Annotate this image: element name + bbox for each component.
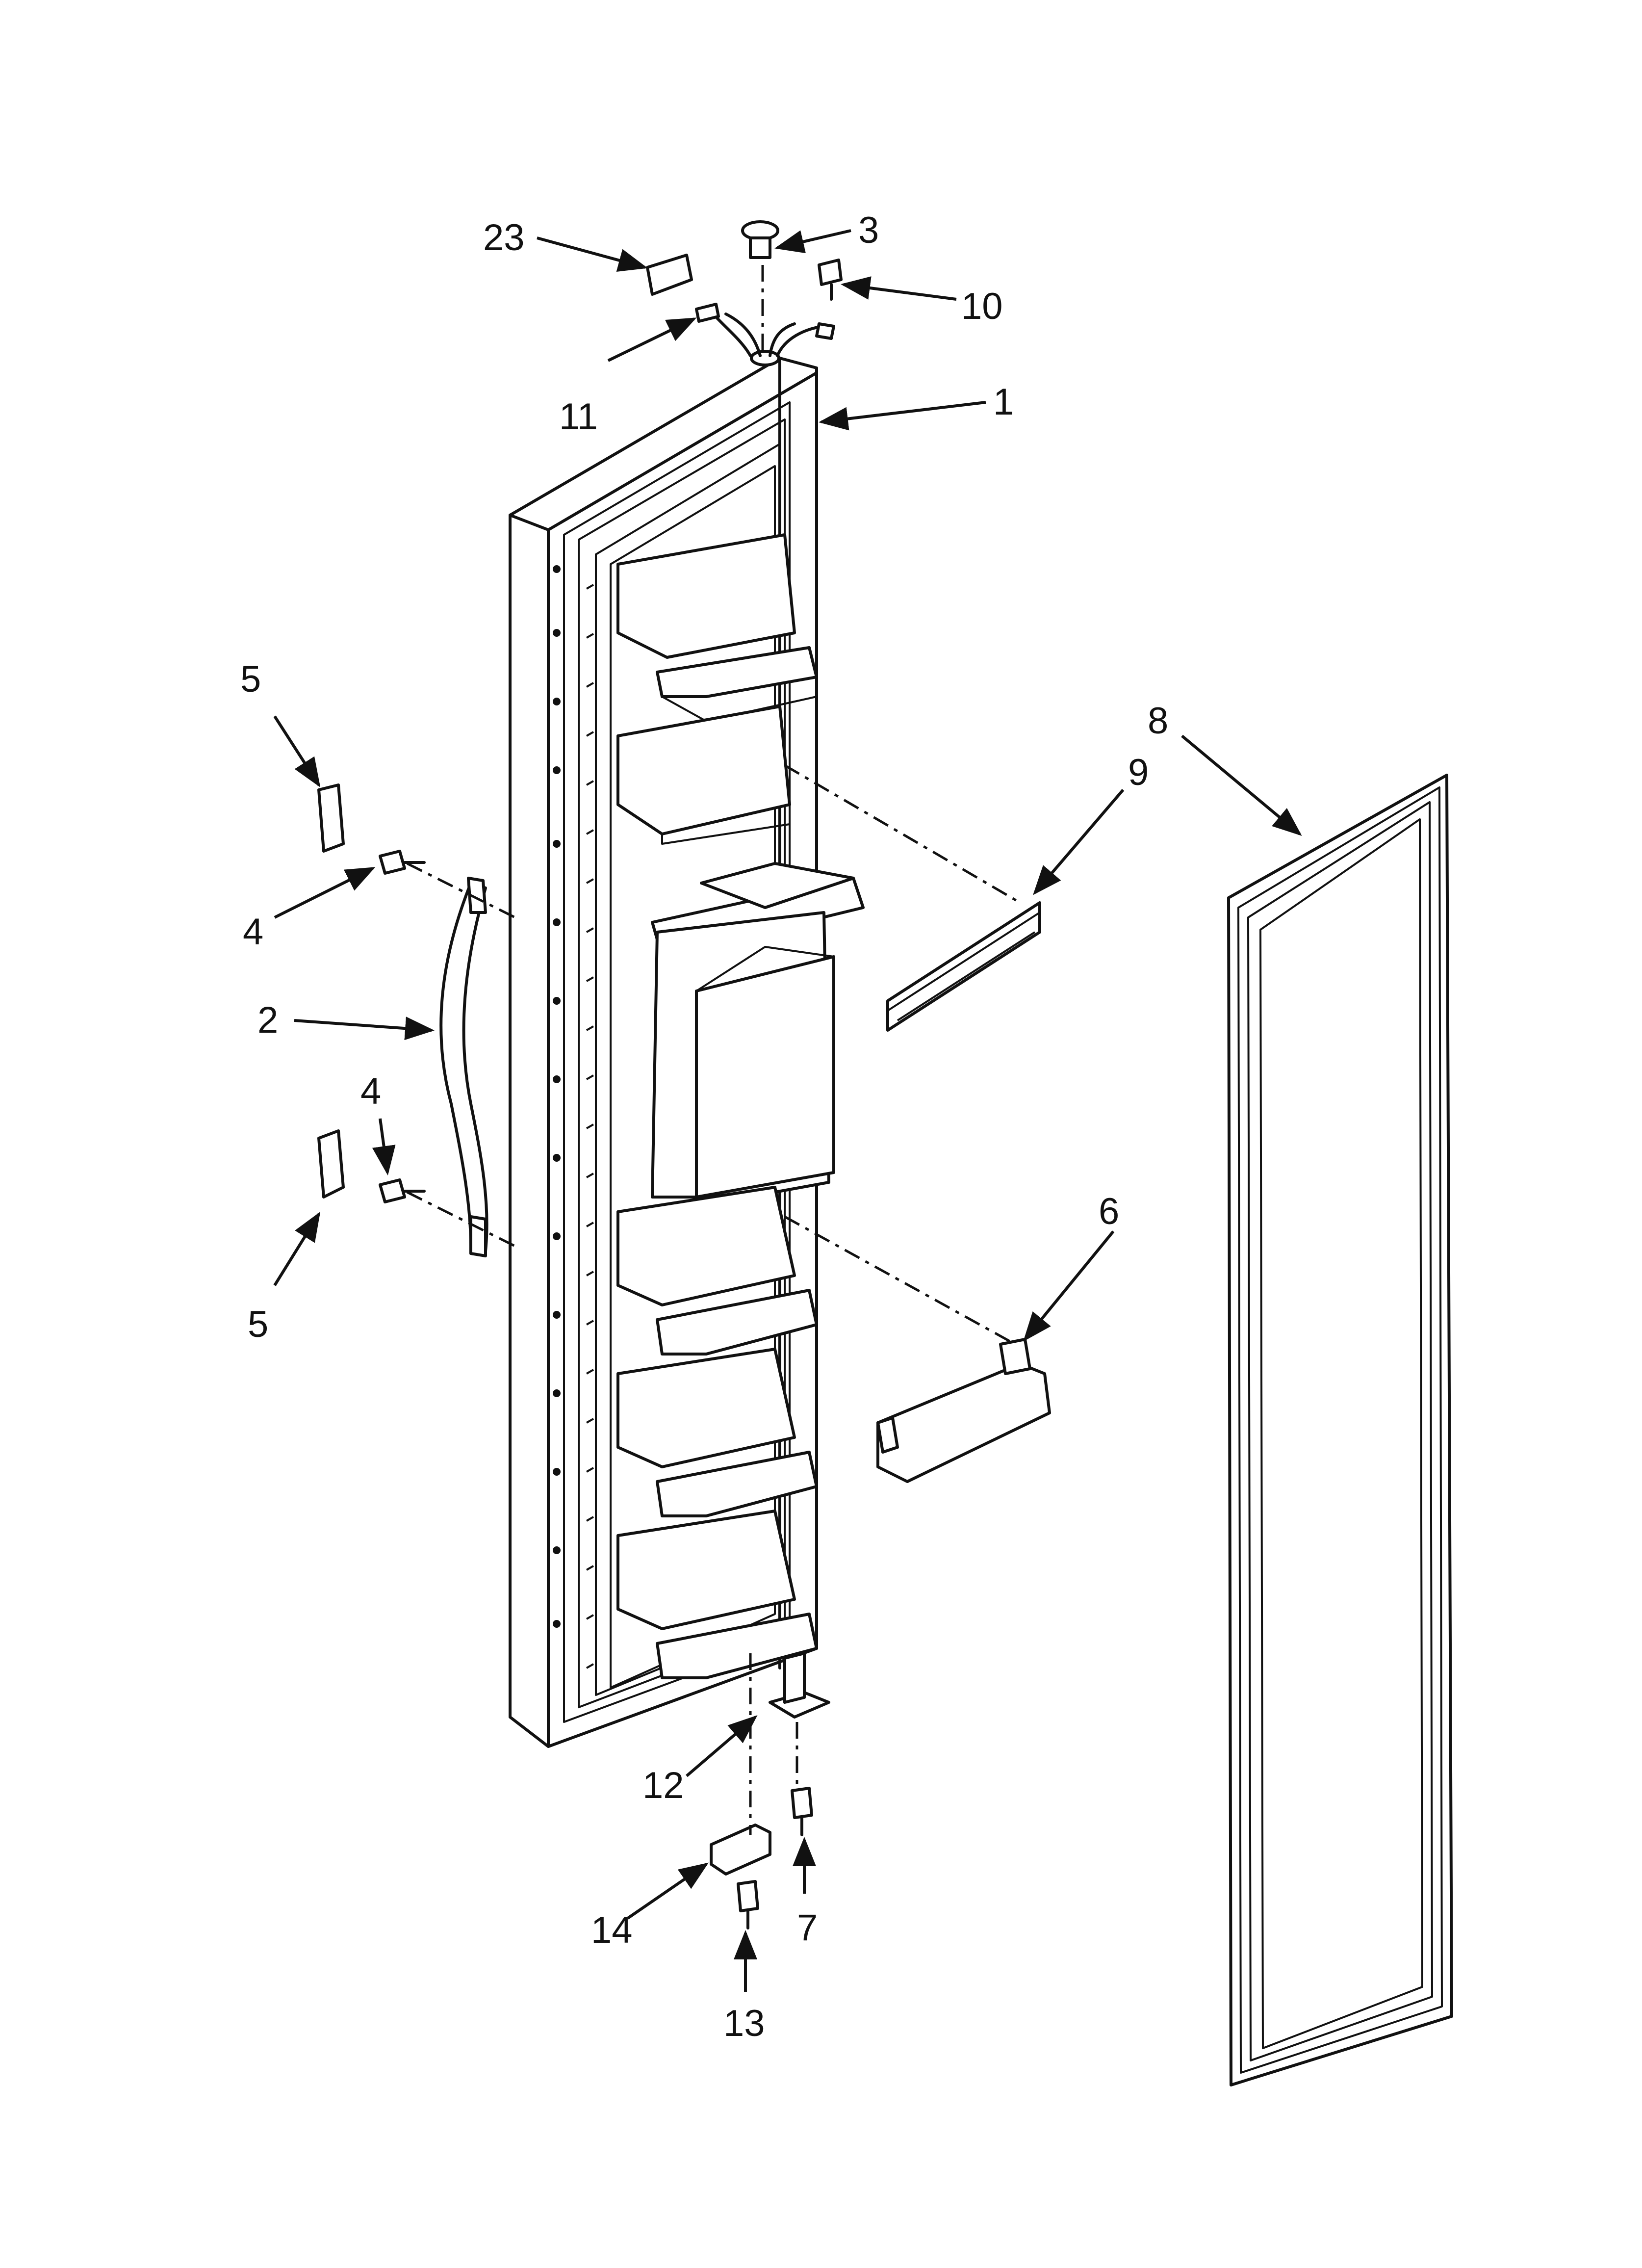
callout-5-bottom: 5	[248, 1303, 268, 1345]
handle-screw-bottom	[379, 1178, 426, 1203]
alignment-lines	[406, 265, 1021, 1835]
lower-shelf-1	[616, 1186, 818, 1356]
callout-2: 2	[257, 999, 278, 1041]
callout-11: 11	[559, 396, 598, 438]
hinge-pin-bracket	[710, 1824, 771, 1876]
bottom-hinge	[769, 1652, 830, 1719]
handle-screw-top	[379, 850, 426, 875]
callout-3: 3	[858, 209, 879, 251]
upper-shelf	[616, 533, 818, 722]
callout-14: 14	[591, 1909, 633, 1951]
callout-leaders	[273, 229, 1302, 1992]
light-bulb-screw	[818, 259, 843, 301]
freezer-door-assembly	[509, 350, 865, 1748]
callout-4-bottom: 4	[360, 1070, 381, 1112]
door-handle	[439, 877, 488, 1257]
door-side-screw-holes	[553, 565, 561, 1628]
door-wiring-harness	[695, 303, 835, 357]
wiring-connector	[646, 254, 693, 296]
callout-10: 10	[961, 286, 1003, 327]
lower-shelf-3	[616, 1510, 818, 1679]
light-socket	[741, 220, 779, 259]
door-gasket	[1227, 774, 1453, 2086]
callout-labels: 23 3 10 11 1 5 4 2 4 5 8 9 6 12 14 7 13	[240, 209, 1168, 2044]
callout-12: 12	[642, 1765, 684, 1806]
bracket-screw	[737, 1880, 759, 1929]
handle-end-cap-bottom	[317, 1129, 345, 1199]
second-shelf	[616, 705, 791, 845]
callout-4-top: 4	[243, 911, 263, 953]
callout-7: 7	[797, 1907, 818, 1949]
callout-1: 1	[993, 381, 1014, 423]
callout-8: 8	[1148, 700, 1168, 742]
dispenser-shelf-trim	[886, 901, 1041, 1032]
callout-9: 9	[1128, 752, 1149, 793]
callout-5-top: 5	[240, 658, 261, 700]
callout-13: 13	[723, 2003, 765, 2044]
callout-6: 6	[1099, 1191, 1119, 1232]
handle-end-cap-top	[317, 783, 345, 853]
hinge-screw	[791, 1787, 813, 1836]
door-bin	[876, 1338, 1051, 1483]
lower-shelf-2	[616, 1348, 818, 1517]
callout-23: 23	[483, 217, 525, 259]
dispenser-housing	[651, 862, 865, 1199]
